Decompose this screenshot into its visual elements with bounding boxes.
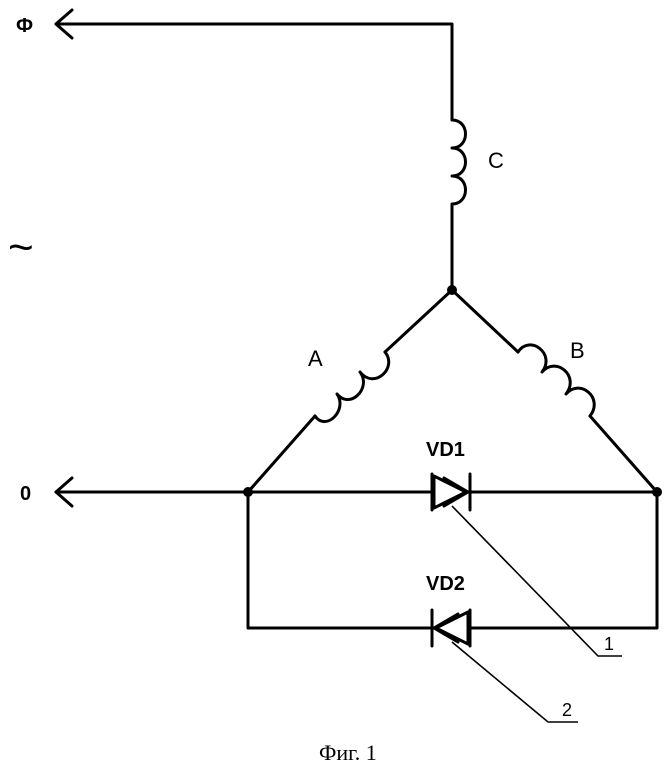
callout-1: 1	[451, 505, 622, 657]
phase-terminal: Ф	[16, 8, 454, 122]
ac-symbol: ~	[8, 223, 34, 272]
winding-a-coil-icon	[313, 350, 391, 424]
winding-b-label: B	[570, 338, 585, 363]
winding-c: C	[450, 118, 504, 292]
diode-vd1-symbol-icon	[430, 472, 472, 512]
phase-arrow-icon	[54, 8, 74, 40]
winding-b-coil-icon	[516, 343, 596, 418]
figure-caption: Фиг. 1	[319, 740, 377, 765]
zero-label: 0	[20, 483, 31, 505]
winding-a-label: A	[308, 346, 323, 371]
callout-1-label: 1	[604, 634, 614, 654]
winding-a: A	[246, 288, 454, 494]
diode-vd1-label: VD1	[426, 439, 465, 461]
winding-c-label: C	[488, 148, 504, 173]
callout-2-label: 2	[562, 700, 572, 720]
zero-terminal: 0	[20, 476, 250, 508]
winding-b: B	[450, 288, 659, 494]
diode-vd2-symbol-icon	[430, 608, 472, 648]
diode-vd1: VD1	[246, 439, 659, 512]
diode-vd2: VD2	[246, 490, 659, 648]
phase-label: Ф	[16, 15, 33, 37]
diode-vd2-label: VD2	[426, 573, 465, 595]
callout-2: 2	[451, 641, 578, 723]
winding-c-coil-icon	[450, 118, 467, 292]
zero-arrow-icon	[54, 476, 74, 508]
